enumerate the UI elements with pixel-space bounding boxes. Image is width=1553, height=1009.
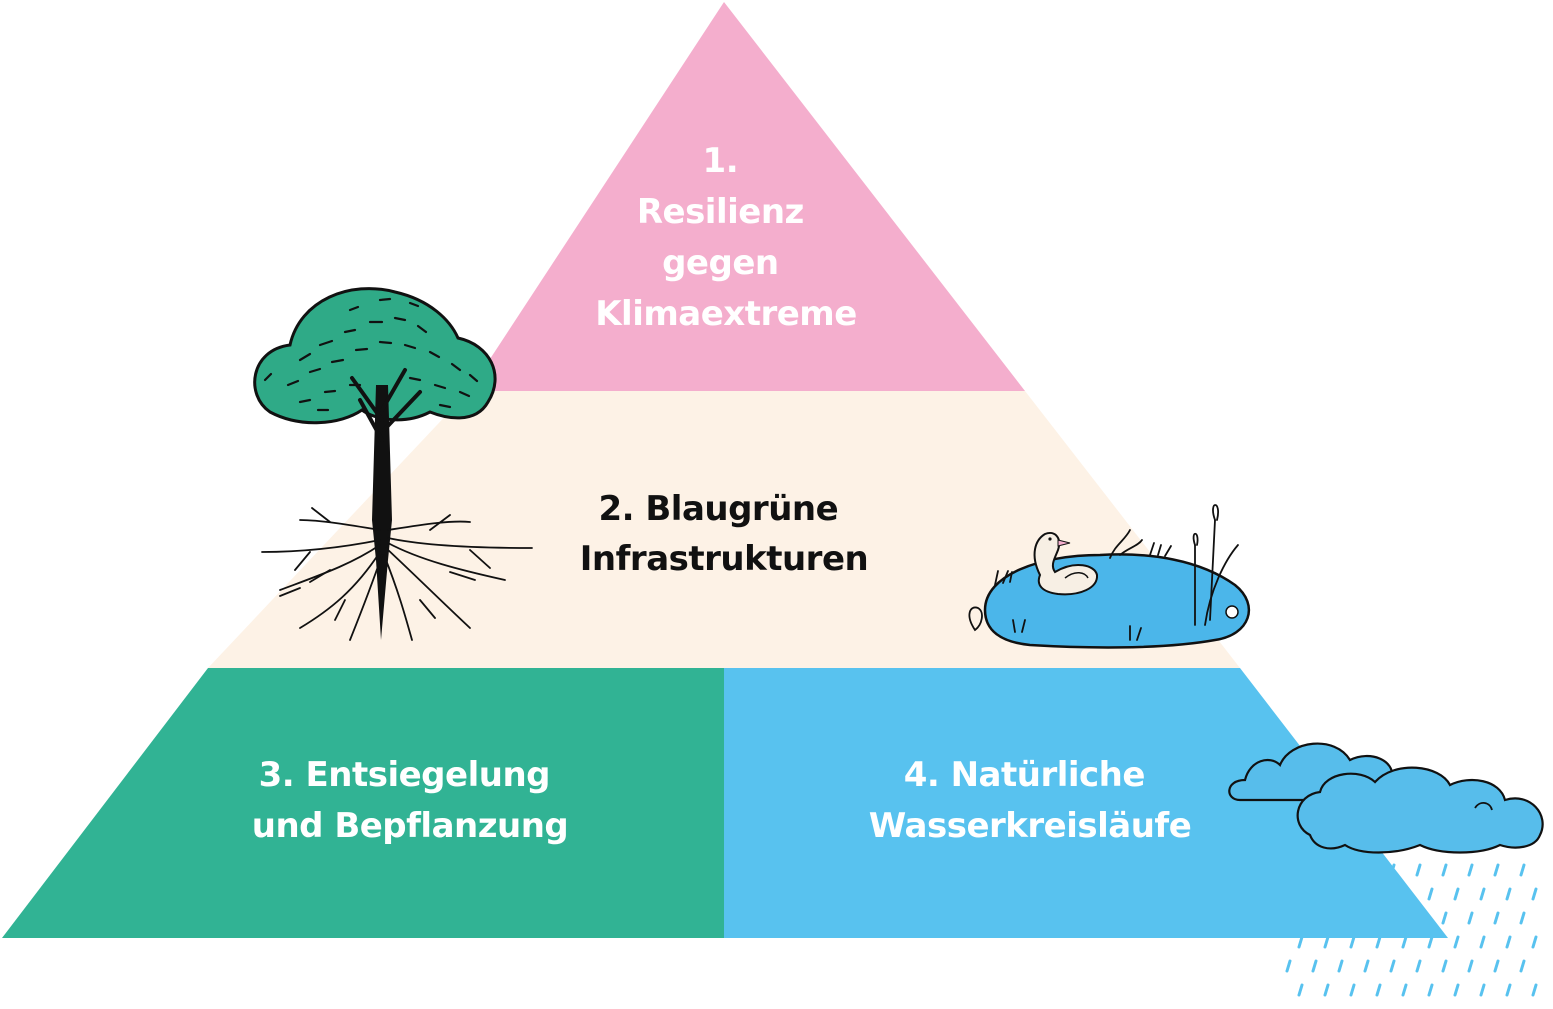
rain-drop	[1389, 911, 1396, 925]
rain-drop	[1505, 983, 1512, 997]
rain-drop	[1311, 911, 1318, 925]
tier-bottom-left	[2, 668, 724, 938]
tier-middle-line-2: Infrastrukturen	[580, 539, 868, 579]
rain-drop	[1531, 935, 1538, 949]
canopy-strokes	[263, 297, 479, 412]
tree-trunk	[372, 385, 392, 640]
tier-top-line-1: 1.	[703, 141, 739, 181]
rain-drop	[1363, 863, 1370, 877]
rain-drop	[1453, 935, 1460, 949]
rain-drop	[1441, 911, 1448, 925]
rain-drop	[1323, 935, 1330, 949]
rain-drop	[1285, 863, 1292, 877]
rain-drop	[1453, 887, 1460, 901]
rain-drop	[1297, 935, 1304, 949]
rain-drop	[1505, 887, 1512, 901]
rain-drop	[1375, 935, 1382, 949]
tree-roots	[261, 507, 533, 641]
tier-middle-line-1: 2. Blaugrüne	[598, 489, 838, 529]
rain-drop	[1363, 959, 1370, 973]
rain-drops	[1285, 863, 1538, 997]
tier-bottom-left-line-1: 3. Entsiegelung	[259, 755, 550, 795]
rain-drop	[1493, 863, 1500, 877]
tier-top-label: 1. Resilienz gegen Klimaextreme	[595, 141, 857, 334]
rain-drop	[1441, 959, 1448, 973]
rain-drop	[1349, 983, 1356, 997]
rain-drop	[1401, 983, 1408, 997]
rain-drop	[1297, 983, 1304, 997]
rain-drop	[1519, 863, 1526, 877]
rain-drop	[1285, 911, 1292, 925]
rain-drop	[1493, 911, 1500, 925]
rain-drop	[1531, 887, 1538, 901]
rain-drop	[1519, 911, 1526, 925]
rain-drop	[1363, 911, 1370, 925]
tier-top-line-4: Klimaextreme	[595, 294, 857, 334]
rain-drop	[1323, 983, 1330, 997]
cloud-front	[1296, 766, 1544, 854]
tier-top-line-2: Resilienz	[637, 192, 804, 232]
rain-drop	[1415, 863, 1422, 877]
rain-drop	[1531, 983, 1538, 997]
rain-drop	[1401, 887, 1408, 901]
rain-drop	[1479, 935, 1486, 949]
rain-drop	[1323, 887, 1330, 901]
tier-bottom-right	[724, 668, 1448, 938]
rain-drop	[1389, 959, 1396, 973]
tier-bottom-right-line-2: Wasserkreisläufe	[869, 806, 1192, 846]
rain-drop	[1285, 959, 1292, 973]
rain-drop	[1453, 983, 1460, 997]
rain-drop	[1427, 983, 1434, 997]
rain-drop	[1349, 887, 1356, 901]
tier-middle	[208, 391, 1240, 668]
tree-canopy	[253, 287, 497, 425]
rain-drop	[1375, 887, 1382, 901]
rain-drop	[1493, 959, 1500, 973]
rain-drop	[1441, 863, 1448, 877]
rain-drop	[1479, 887, 1486, 901]
tier-top-line-3: gegen	[662, 243, 779, 283]
rain-cloud-icon	[1228, 742, 1544, 997]
rain-drop	[1427, 887, 1434, 901]
rain-drop	[1337, 911, 1344, 925]
rain-drop	[1519, 959, 1526, 973]
tier-bottom-left-label: 3. Entsiegelung und Bepflanzung	[252, 755, 569, 846]
rain-drop	[1427, 935, 1434, 949]
tree-with-roots-icon	[253, 287, 533, 641]
rain-drop	[1349, 935, 1356, 949]
rain-drop	[1479, 983, 1486, 997]
rain-drop	[1401, 935, 1408, 949]
rain-drop	[1505, 935, 1512, 949]
rain-drop	[1311, 959, 1318, 973]
tier-bottom-right-label: 4. Natürliche Wasserkreisläufe	[869, 755, 1192, 846]
rain-drop	[1389, 863, 1396, 877]
tier-bottom-right-line-1: 4. Natürliche	[904, 755, 1145, 795]
rain-drop	[1415, 911, 1422, 925]
pond-with-duck-icon	[968, 504, 1251, 649]
tier-top	[469, 2, 1025, 391]
rain-drop	[1467, 911, 1474, 925]
rain-drop	[1467, 959, 1474, 973]
reeds	[968, 504, 1239, 641]
rain-drop	[1311, 863, 1318, 877]
rain-drop	[1337, 863, 1344, 877]
tier-bottom-left-line-2: und Bepflanzung	[252, 806, 569, 846]
rain-drop	[1467, 863, 1474, 877]
duck	[1033, 532, 1099, 596]
tier-middle-label: 2. Blaugrüne Infrastrukturen	[580, 489, 868, 579]
rain-drop	[1297, 887, 1304, 901]
rain-drop	[1337, 959, 1344, 973]
rain-drop	[1415, 959, 1422, 973]
rain-drop	[1375, 983, 1382, 997]
